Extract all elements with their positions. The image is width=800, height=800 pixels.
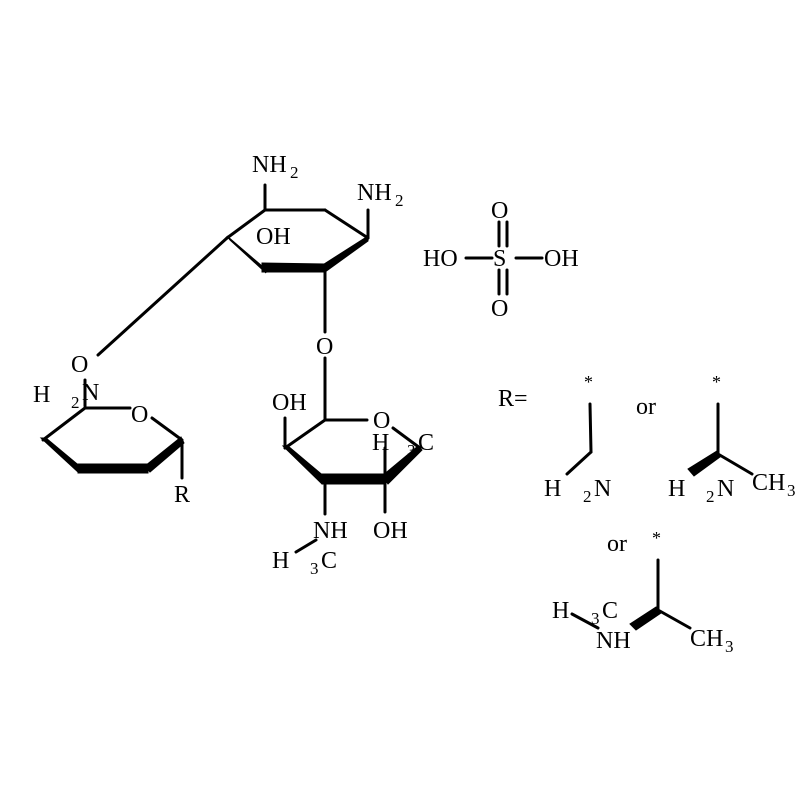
wedge-bond	[144, 436, 185, 473]
opt1-subscript: 2	[583, 487, 592, 506]
opt1-h: H	[544, 476, 561, 502]
o-ring-left-label: O	[131, 402, 148, 428]
oh-sugar-label: OH	[272, 390, 307, 416]
opt2-subscript: 2	[706, 487, 715, 506]
r-option-3	[570, 558, 692, 631]
sulfate-oh-right: OH	[544, 246, 579, 272]
nh-sugar-label: NH	[313, 518, 348, 544]
nh2-right-label: NH	[357, 180, 392, 206]
oh-upper-label: OH	[256, 224, 291, 250]
wedge-bond	[39, 437, 83, 473]
bond	[588, 402, 593, 454]
wedge-bond	[629, 606, 662, 631]
wedge-bond	[261, 262, 326, 273]
bond	[656, 608, 692, 630]
bond	[283, 418, 327, 450]
opt3-subscript: 3	[591, 609, 600, 628]
bond	[41, 406, 87, 442]
h2n-n-label: N	[82, 380, 99, 406]
asterisk-3: *	[652, 528, 661, 548]
h3c2-h-label: H	[272, 548, 289, 574]
bond	[391, 426, 422, 450]
wedge-bond	[226, 235, 267, 274]
wedge-bond	[77, 463, 149, 474]
bond	[150, 416, 184, 442]
sulfate-ho-left: HO	[423, 246, 458, 272]
asterisk-2: *	[712, 372, 721, 392]
sulfate-o-top: O	[491, 198, 508, 224]
h2n-subscript: 2	[71, 393, 80, 412]
bond	[716, 452, 754, 476]
bond	[225, 208, 267, 240]
or-label-1: or	[636, 394, 656, 420]
opt2-ch-subscript: 3	[787, 481, 796, 500]
opt3-nh: NH	[596, 628, 631, 654]
bond	[294, 538, 318, 554]
r-substituent-label: R	[174, 482, 190, 508]
h3c-c-label: C	[418, 430, 434, 456]
sugar-ring	[281, 356, 423, 554]
nh2-right-subscript: 2	[395, 191, 404, 210]
bond	[323, 208, 370, 240]
asterisk-1: *	[584, 372, 593, 392]
sulfate-o-bottom: O	[491, 296, 508, 322]
o-link-left-label: O	[71, 352, 88, 378]
r-option-2	[687, 402, 754, 477]
opt3-h: H	[552, 598, 569, 624]
deoxystreptamine-ring	[96, 183, 370, 357]
o-link-mid-label: O	[316, 334, 333, 360]
wedge-bond	[321, 473, 387, 485]
opt1-n: N	[594, 476, 611, 502]
h3c2-subscript: 3	[310, 559, 319, 578]
r-option-1	[565, 402, 593, 476]
opt3-ch-subscript: 3	[725, 637, 734, 656]
h2n-h-label: H	[33, 382, 50, 408]
sulfuric-acid	[464, 220, 544, 296]
wedge-bond	[687, 450, 721, 477]
wedge-bond	[281, 445, 327, 485]
bond	[565, 450, 593, 476]
h3c-h-label: H	[372, 430, 389, 456]
opt2-h: H	[668, 476, 685, 502]
or-label-2: or	[607, 531, 627, 557]
nh2-top-label: NH	[252, 152, 287, 178]
left-ring	[39, 378, 185, 480]
nh2-top-subscript: 2	[290, 163, 299, 182]
opt3-c: C	[602, 598, 618, 624]
o-ring-sugar-label: O	[373, 408, 390, 434]
bond	[570, 612, 600, 630]
opt2-ch: CH	[752, 470, 785, 496]
h3c2-c-label: C	[321, 548, 337, 574]
r-equals-label: R=	[498, 386, 528, 412]
sulfate-s: S	[493, 246, 506, 272]
opt3-ch: CH	[690, 626, 723, 652]
opt2-n: N	[717, 476, 734, 502]
wedge-bond	[320, 235, 369, 273]
h3c-subscript: 3	[407, 441, 416, 460]
oh-sugar-bottom-label: OH	[373, 518, 408, 544]
bond	[96, 236, 229, 357]
